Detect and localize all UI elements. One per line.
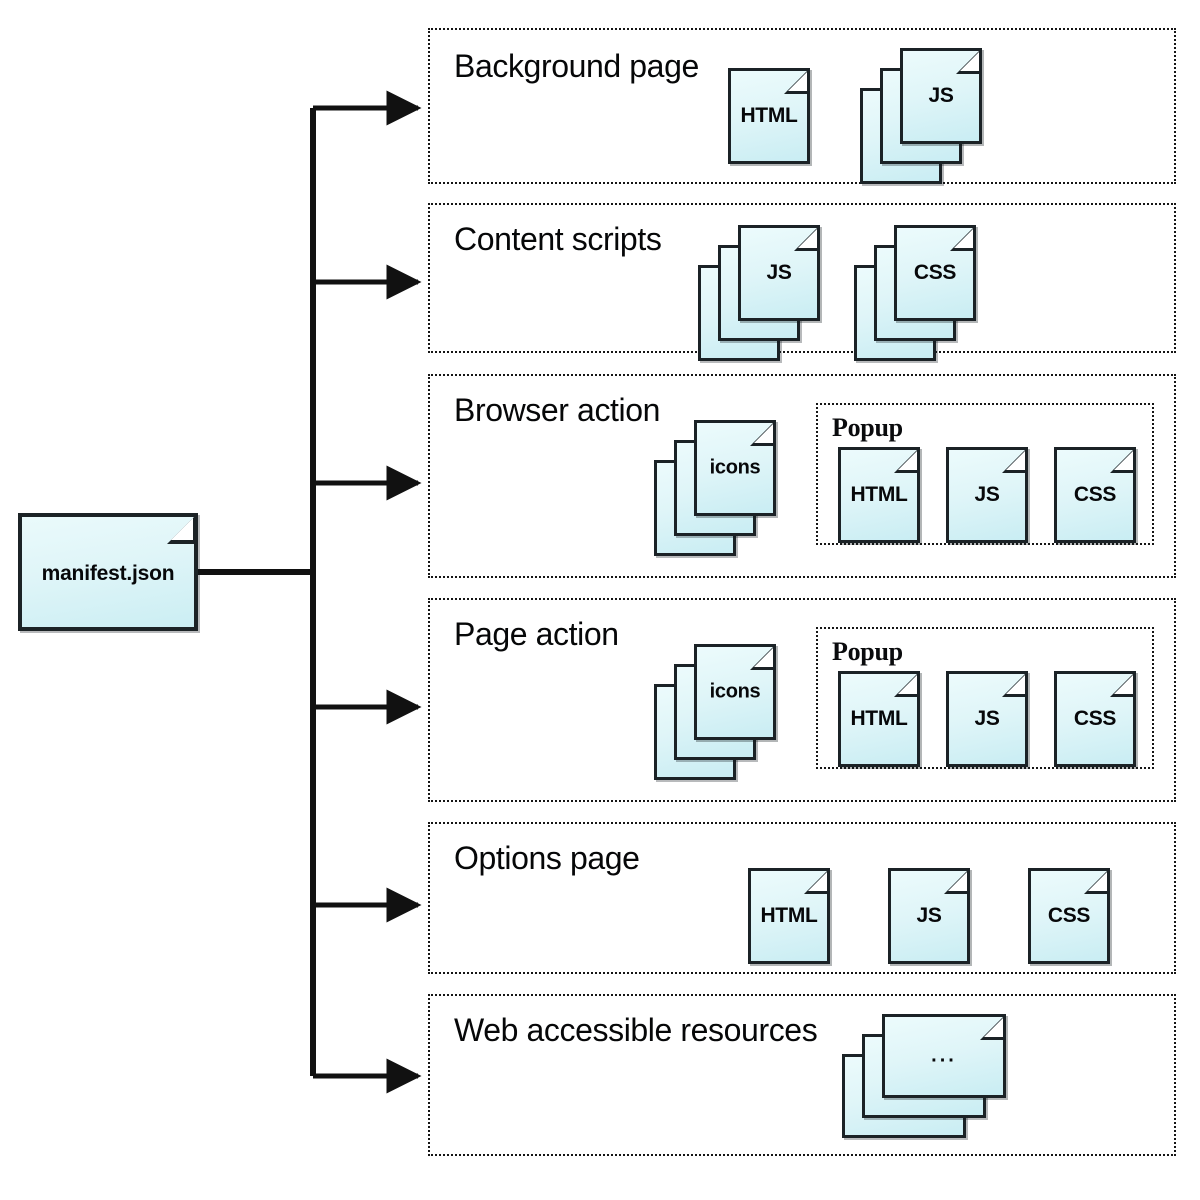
file-label: CSS — [1073, 707, 1117, 730]
document-fold-icon — [1110, 671, 1136, 697]
section-content-scripts[interactable]: Content scripts JS CSS — [428, 203, 1176, 361]
section-title-options-page: Options page — [454, 840, 640, 876]
file-label: JS — [928, 84, 954, 107]
subgroup-title-popup: Popup — [832, 413, 903, 442]
subgroup-popup[interactable]: Popup HTML JS CSS — [816, 627, 1154, 769]
section-title-browser-action: Browser action — [454, 392, 661, 428]
document-fold-icon — [894, 671, 920, 697]
document-fold-icon — [750, 420, 776, 446]
section-background-page[interactable]: Background page HTML JS — [428, 28, 1176, 184]
file-label: HTML — [760, 904, 818, 927]
document-fold-icon — [784, 68, 810, 94]
document-fold-icon — [794, 225, 820, 251]
subgroup-title-popup: Popup — [832, 637, 903, 666]
document-fold-icon — [167, 514, 197, 544]
document-fold-icon — [1002, 447, 1028, 473]
document-fold-icon — [956, 48, 982, 74]
section-title-background-page: Background page — [454, 48, 699, 84]
stack-sheet-front: ... — [882, 1014, 1006, 1098]
document-fold-icon — [804, 868, 830, 894]
subgroup-popup[interactable]: Popup HTML JS CSS — [816, 403, 1154, 545]
file-icon-js[interactable]: JS — [946, 671, 1028, 767]
stack-sheet-front: CSS — [894, 225, 976, 321]
section-title-web-accessible-resources: Web accessible resources — [454, 1012, 818, 1048]
document-fold-icon — [950, 225, 976, 251]
section-options-page[interactable]: Options page HTML JS CSS — [428, 822, 1176, 974]
file-icon-css[interactable]: CSS — [1028, 868, 1110, 964]
document-fold-icon — [894, 447, 920, 473]
file-label: CSS — [1047, 904, 1091, 927]
document-fold-icon — [1002, 671, 1028, 697]
stack-sheet-front: JS — [900, 48, 982, 144]
section-title-page-action: Page action — [454, 616, 619, 652]
stack-sheet-front: icons — [694, 644, 776, 740]
document-fold-icon — [980, 1014, 1006, 1040]
document-fold-icon — [1084, 868, 1110, 894]
file-label: icons — [709, 680, 761, 703]
stack-sheet-front: icons — [694, 420, 776, 516]
file-icon-html[interactable]: HTML — [748, 868, 830, 964]
manifest-json-label: manifest.json — [41, 562, 175, 585]
section-web-accessible-resources[interactable]: Web accessible resources ... — [428, 994, 1176, 1156]
file-icon-html[interactable]: HTML — [728, 68, 810, 164]
file-label: JS — [766, 261, 792, 284]
file-label: HTML — [850, 483, 908, 506]
manifest-json-node[interactable]: manifest.json — [18, 513, 198, 631]
file-label: JS — [974, 707, 1000, 730]
file-icon-js[interactable]: JS — [888, 868, 970, 964]
file-icon-js[interactable]: JS — [946, 447, 1028, 543]
file-label: HTML — [740, 104, 798, 127]
file-label: ... — [931, 1044, 957, 1067]
document-fold-icon — [944, 868, 970, 894]
file-icon-html[interactable]: HTML — [838, 447, 920, 543]
file-label: JS — [916, 904, 942, 927]
section-browser-action[interactable]: Browser action icons Popup HTML JS CSS — [428, 374, 1176, 578]
file-label: icons — [709, 456, 761, 479]
section-page-action[interactable]: Page action icons Popup HTML JS CSS — [428, 598, 1176, 802]
section-title-content-scripts: Content scripts — [454, 221, 662, 257]
document-fold-icon — [1110, 447, 1136, 473]
document-fold-icon — [750, 644, 776, 670]
file-label: HTML — [850, 707, 908, 730]
file-label: CSS — [913, 261, 957, 284]
file-icon-html[interactable]: HTML — [838, 671, 920, 767]
file-label: JS — [974, 483, 1000, 506]
file-label: CSS — [1073, 483, 1117, 506]
file-icon-css[interactable]: CSS — [1054, 671, 1136, 767]
file-icon-css[interactable]: CSS — [1054, 447, 1136, 543]
stack-sheet-front: JS — [738, 225, 820, 321]
